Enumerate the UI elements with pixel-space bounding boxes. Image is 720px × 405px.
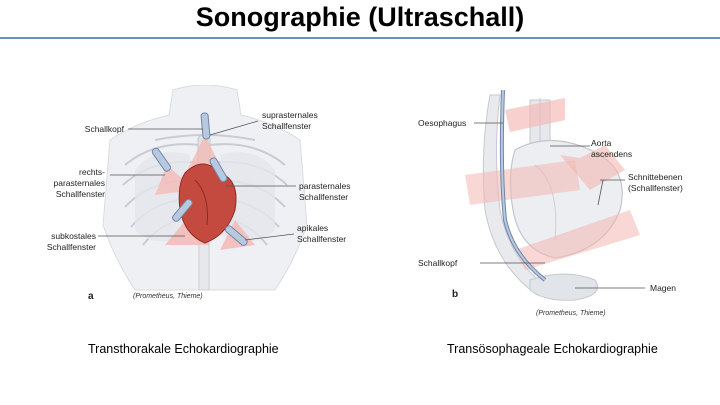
slide-title: Sonographie (Ultraschall): [195, 2, 525, 32]
label-suprasternal-2: Schallfenster: [262, 121, 312, 131]
panel-letter-a: a: [88, 291, 94, 302]
label-parasternal-2: Schallfenster: [299, 192, 349, 202]
thorax-illustration: [102, 85, 308, 291]
label-schallkopf-left: Schallkopf: [84, 124, 124, 134]
label-subkostal-1: subkostales: [51, 231, 96, 241]
label-rechts-1: rechts-: [79, 167, 105, 177]
credit-left: (Prometheus, Thieme): [133, 293, 203, 300]
credit-right: (Prometheus, Thieme): [536, 310, 606, 317]
heart-esophagus-illustration: [465, 90, 640, 301]
label-aorta-2: ascendens: [591, 149, 633, 159]
label-subkostal-2: Schallfenster: [46, 242, 96, 252]
section-plane-lower: [515, 210, 640, 270]
title-divider: [0, 37, 720, 39]
label-rechts-2: parasternales: [53, 178, 105, 188]
caption-left: Transthorakale Echokardiographie: [88, 342, 279, 356]
label-schnittebenen-1: Schnittebenen: [628, 172, 683, 182]
label-apikal-2: Schallfenster: [297, 234, 347, 244]
label-magen: Magen: [650, 283, 676, 293]
caption-right: Transösophageale Echokardiographie: [447, 342, 658, 356]
label-parasternal-1: parasternales: [299, 181, 351, 191]
section-plane-top: [505, 98, 565, 132]
label-suprasternal-1: suprasternales: [262, 110, 318, 120]
label-schallkopf-right: Schallkopf: [418, 258, 458, 268]
label-rechts-3: Schallfenster: [55, 189, 105, 199]
label-aorta-1: Aorta: [591, 138, 612, 148]
transducer-probes: [151, 112, 248, 246]
section-plane-right: [560, 145, 625, 190]
label-apikal-1: apikales: [297, 223, 329, 233]
label-oesophagus: Oesophagus: [418, 118, 467, 128]
label-schnittebenen-2: (Schallfenster): [628, 183, 683, 193]
stomach: [529, 273, 598, 301]
lung-right: [220, 152, 275, 242]
section-plane-mid: [465, 160, 580, 205]
panel-letter-b: b: [452, 289, 459, 300]
